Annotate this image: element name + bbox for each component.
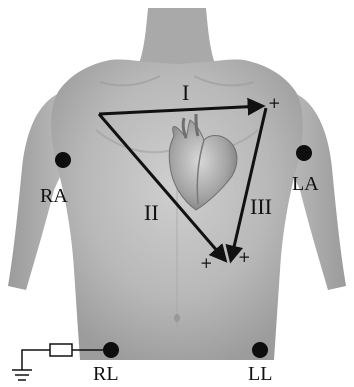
electrode-label-ra: RA: [40, 185, 68, 207]
electrode-label-la: LA: [292, 173, 319, 195]
ground-icon: [12, 370, 32, 380]
electrode-label-ll: LL: [248, 363, 272, 385]
electrode-ll: [252, 342, 268, 358]
lead-3-label: III: [250, 194, 272, 219]
lead-2-label: II: [144, 200, 159, 225]
plus-lead-2: +: [200, 254, 213, 272]
electrode-la: [296, 145, 312, 161]
ground-wire: [22, 350, 50, 370]
navel: [174, 314, 180, 322]
resistor-icon: [50, 344, 72, 356]
electrode-rl: [103, 342, 119, 358]
neck: [138, 8, 216, 66]
electrode-ra: [55, 152, 71, 168]
plus-lead-1: +: [268, 94, 281, 112]
plus-lead-3: +: [238, 248, 251, 266]
electrode-label-rl: RL: [93, 363, 119, 385]
lead-1-label: I: [182, 80, 189, 105]
